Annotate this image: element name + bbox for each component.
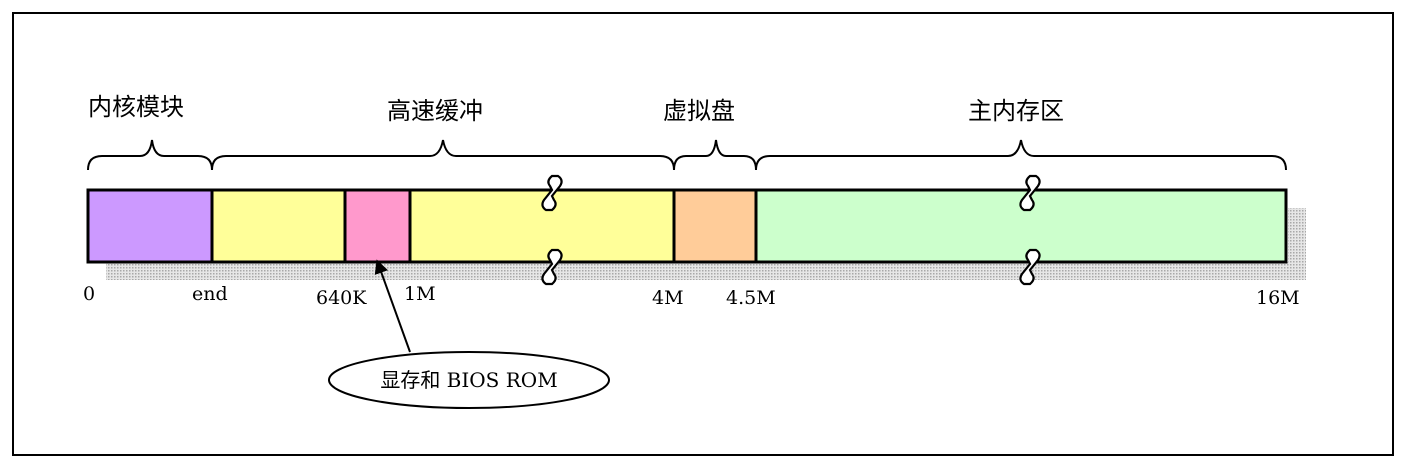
zigzag-break-icon	[1019, 248, 1041, 286]
address-4m: 4M	[652, 287, 684, 309]
callout-video-bios-rom: 显存和 BIOS ROM	[380, 368, 557, 392]
label-buffer-cache: 高速缓冲	[387, 97, 483, 125]
segment-buffer-high	[408, 188, 676, 264]
zigzag-break-icon	[1019, 174, 1041, 212]
brace-main-memory	[755, 139, 1287, 171]
address-16m: 16M	[1256, 287, 1300, 309]
address-0: 0	[83, 283, 95, 305]
brace-kernel	[87, 139, 213, 171]
segment-buffer-low	[210, 188, 347, 264]
address-end: end	[192, 283, 228, 305]
zigzag-break-icon	[541, 248, 563, 286]
bar-shadow	[106, 262, 1306, 280]
label-kernel-module: 内核模块	[88, 93, 184, 121]
label-main-memory: 主内存区	[968, 97, 1064, 125]
callout-ellipse	[328, 351, 610, 409]
segment-ramdisk	[672, 188, 758, 264]
address-640k: 640K	[316, 287, 367, 309]
label-ramdisk: 虚拟盘	[663, 97, 735, 125]
segment-kernel	[86, 188, 214, 264]
segment-video-bios	[343, 188, 412, 264]
address-1m: 1M	[404, 283, 436, 305]
arrow-up-icon	[374, 259, 411, 353]
address-4-5m: 4.5M	[726, 287, 776, 309]
zigzag-break-icon	[541, 174, 563, 212]
brace-ramdisk	[673, 139, 757, 171]
outer-frame	[12, 12, 1394, 456]
brace-buffer	[211, 139, 675, 171]
bar-shadow-right	[1288, 208, 1306, 280]
